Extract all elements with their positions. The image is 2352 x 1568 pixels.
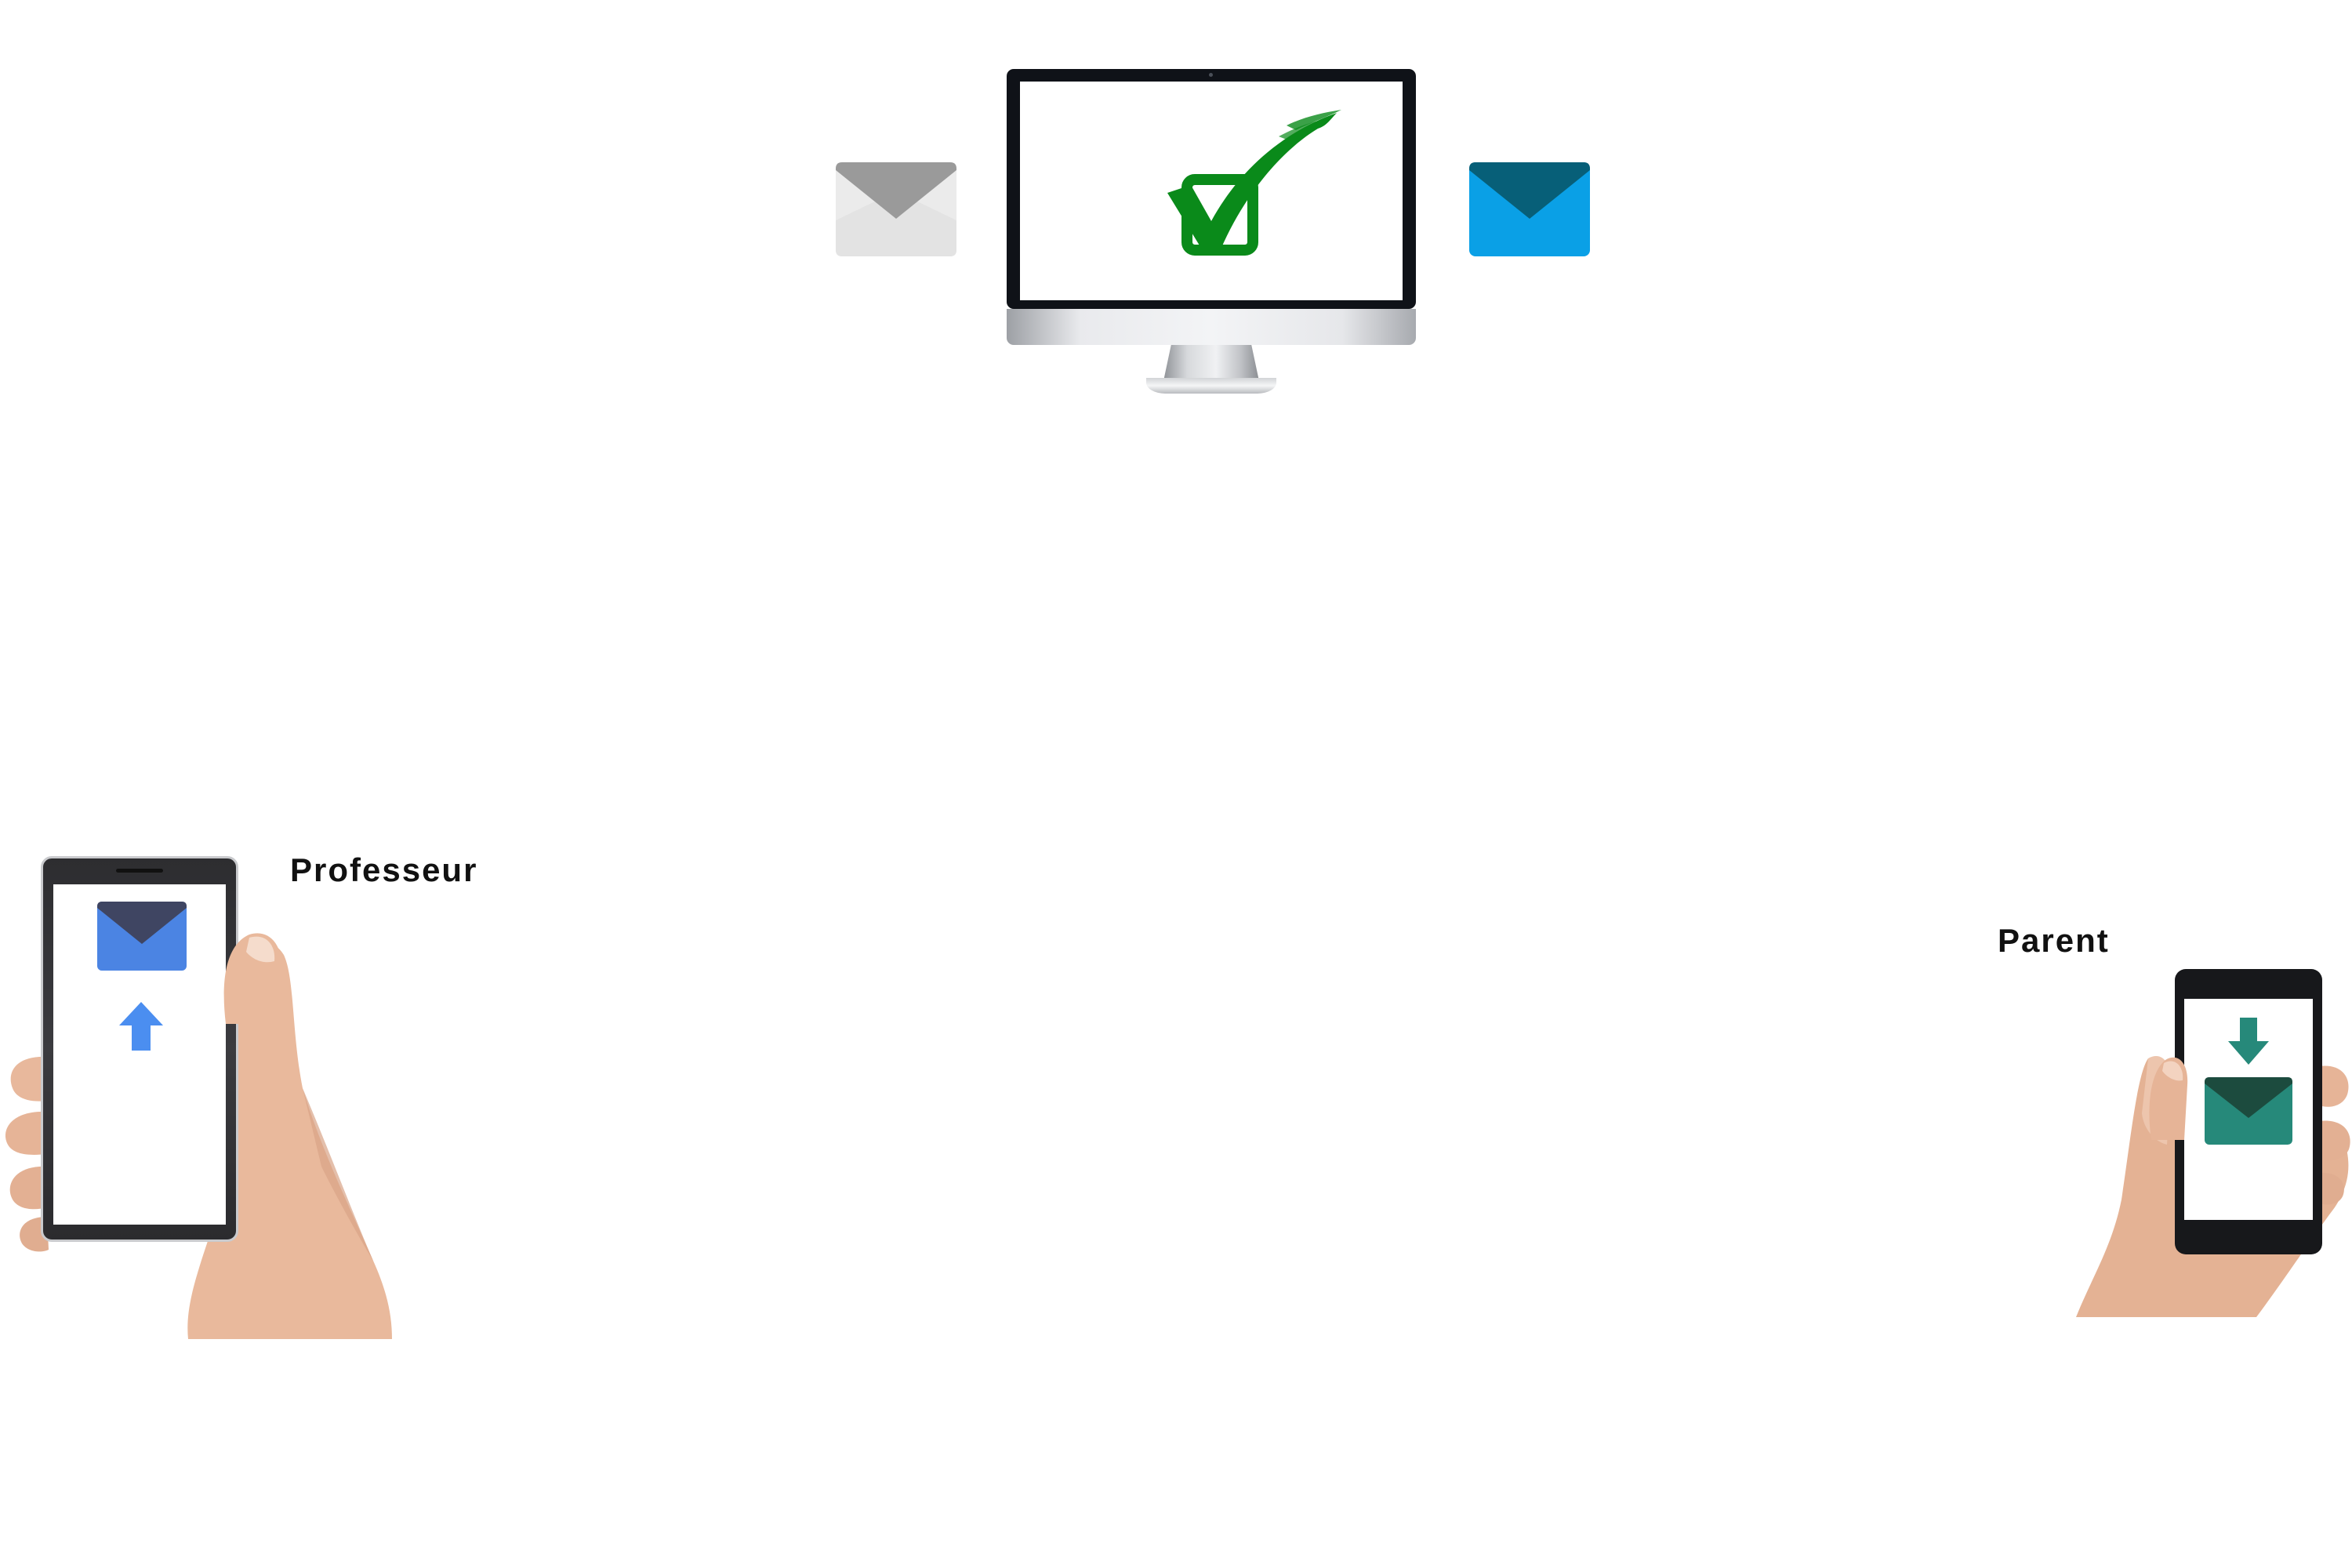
phone-screen bbox=[2184, 999, 2313, 1220]
monitor-stand bbox=[1163, 345, 1259, 381]
professor-phone bbox=[41, 856, 238, 1242]
envelope-icon bbox=[2205, 1077, 2292, 1145]
hand-illustration bbox=[5, 940, 392, 1339]
phone-speaker bbox=[116, 869, 163, 873]
checkmark-icon bbox=[1167, 110, 1341, 256]
arrow-down-icon bbox=[2228, 1018, 2269, 1065]
envelope-icon bbox=[1469, 162, 1590, 256]
parent-phone bbox=[2175, 969, 2322, 1254]
parent-label: Parent bbox=[1998, 922, 2110, 959]
arrow-up-icon bbox=[119, 1002, 163, 1051]
envelope-icon bbox=[97, 902, 187, 971]
monitor-camera bbox=[1209, 73, 1213, 77]
envelope-icon bbox=[836, 162, 956, 256]
monitor-stand-base bbox=[1146, 378, 1276, 394]
phone-screen bbox=[53, 884, 226, 1225]
monitor-chin bbox=[1007, 309, 1416, 345]
server-monitor bbox=[1007, 69, 1416, 405]
thumb-illustration bbox=[223, 933, 283, 1024]
professor-label: Professeur bbox=[290, 851, 478, 888]
monitor-screen bbox=[1020, 82, 1403, 300]
thumb-illustration bbox=[2149, 1057, 2188, 1140]
